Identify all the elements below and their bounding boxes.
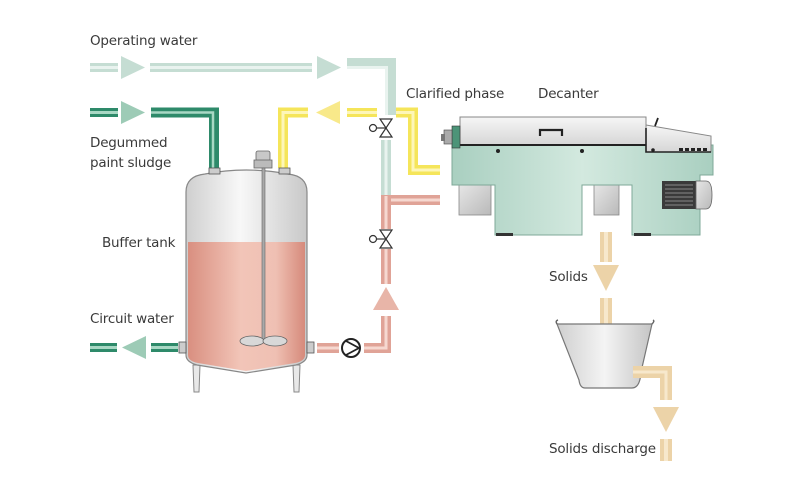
pump-icon[interactable]	[341, 338, 361, 358]
valve-icon[interactable]	[368, 117, 394, 139]
degummed-sludge-line	[90, 101, 219, 168]
tank-nozzle	[306, 341, 315, 354]
solids-line	[593, 232, 619, 326]
flow-arrow-icon	[317, 56, 341, 79]
flow-arrow-icon	[593, 265, 619, 291]
flow-arrow-icon	[373, 287, 399, 310]
label-solids: Solids	[549, 269, 588, 285]
label-buffer-tank: Buffer tank	[102, 235, 176, 251]
buffer-tank	[178, 150, 315, 393]
label-degummed: Degummed	[90, 135, 168, 151]
motor-icon	[662, 180, 713, 210]
valve-icon[interactable]	[368, 229, 394, 249]
clarified-phase-line	[278, 101, 440, 175]
tank-nozzle	[278, 167, 291, 175]
label-decanter: Decanter	[538, 86, 599, 102]
flow-arrow-icon	[316, 101, 340, 124]
label-paint-sludge: paint sludge	[90, 155, 172, 171]
flow-arrow-icon	[121, 56, 145, 79]
solids-container	[555, 319, 679, 461]
flow-arrow-icon	[122, 336, 146, 359]
circuit-water-line	[90, 336, 178, 359]
agitator	[239, 150, 288, 347]
label-solids-discharge: Solids discharge	[549, 441, 656, 457]
feed-sludge-line	[317, 195, 440, 353]
decanter	[441, 116, 714, 236]
tank-nozzle	[208, 167, 221, 175]
flow-arrow-icon	[653, 407, 679, 432]
label-circuit-water: Circuit water	[90, 311, 174, 327]
tank-nozzle	[178, 341, 187, 354]
operating-water-line	[90, 56, 396, 195]
label-operating-water: Operating water	[90, 33, 198, 49]
cover-handle	[538, 128, 564, 136]
label-clarified-phase: Clarified phase	[406, 86, 505, 102]
flow-arrow-icon	[121, 101, 145, 124]
